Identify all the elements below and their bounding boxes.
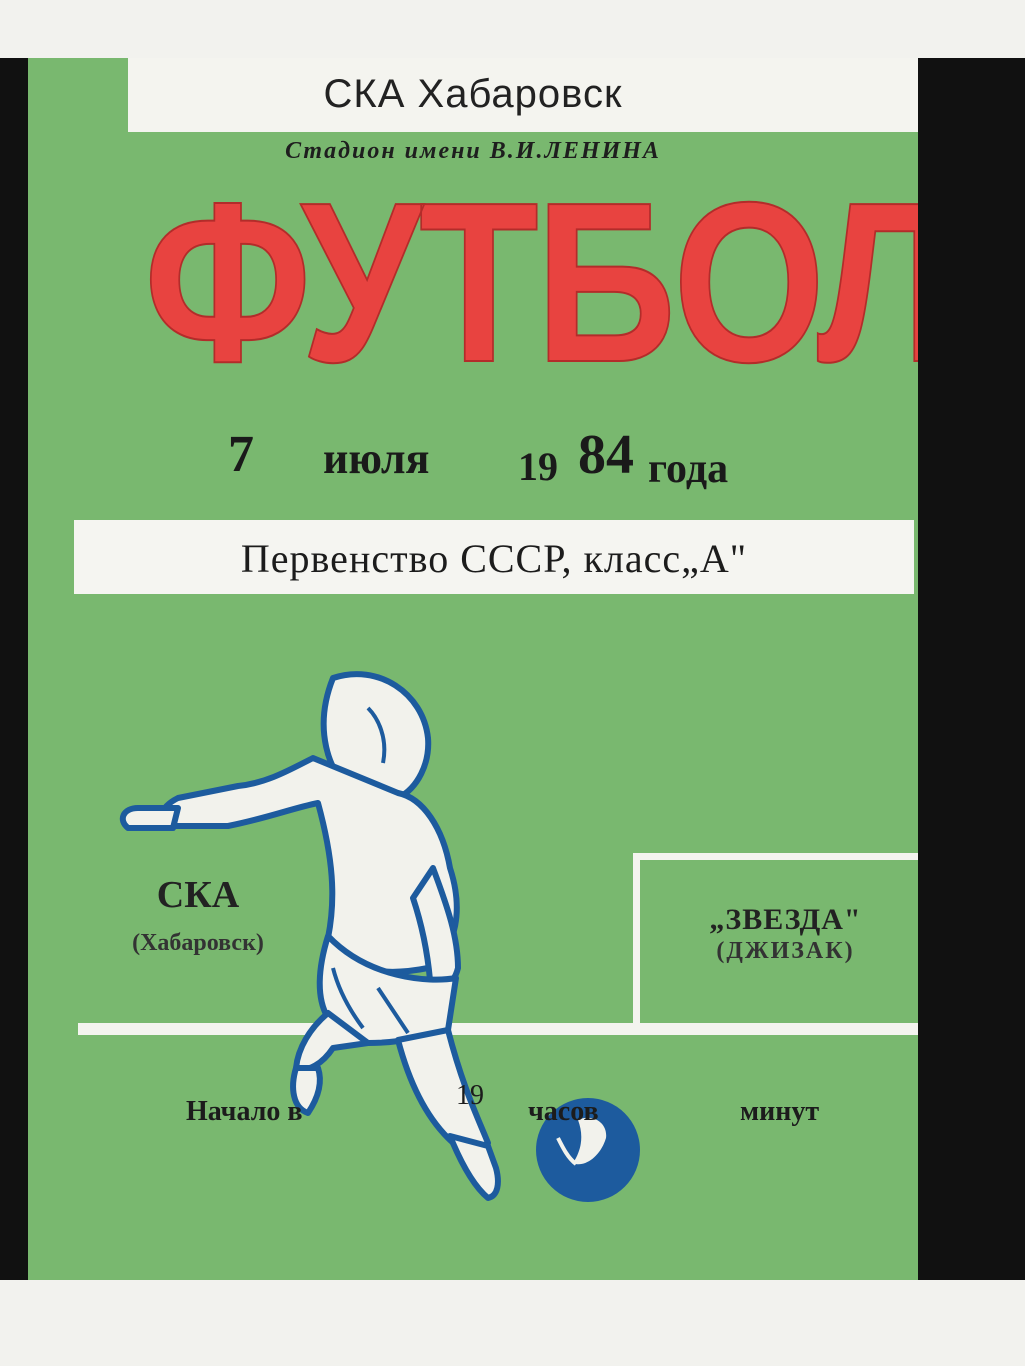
club-title: СКА Хабаровск: [323, 72, 623, 116]
divider-line: [78, 1023, 918, 1035]
date-year-word: года: [648, 446, 729, 492]
footballer-illustration: [119, 671, 640, 1202]
championship-label: Первенство СССР, класс„А": [240, 536, 748, 581]
sport-title: ФУТБОЛ: [143, 156, 918, 410]
right-border: [915, 58, 1025, 1280]
date-day: 7: [228, 426, 254, 483]
match-date: 7 июля 19 84 года: [28, 423, 918, 503]
home-team-name: СКА: [156, 874, 240, 916]
date-year-prefix: 19: [518, 444, 558, 489]
date-month: июля: [323, 434, 430, 483]
championship-band: [74, 520, 914, 594]
match-program-cover: СКА Хабаровск Стадион имени В.И.ЛЕНИНА Ф…: [28, 58, 918, 1280]
away-team-panel: [633, 853, 918, 1030]
date-year-suffix: 84: [578, 424, 634, 486]
home-team-city: (Хабаровск): [132, 930, 264, 956]
top-band: [128, 58, 918, 132]
left-border: [0, 58, 30, 1280]
kickoff-minutes-word: минут: [740, 1096, 820, 1127]
kickoff-hours-word: часов: [528, 1096, 599, 1127]
kickoff-label: Начало в: [186, 1096, 303, 1127]
away-team-city: (ДЖИЗАК): [716, 938, 855, 964]
kickoff-hours: 19: [456, 1080, 484, 1111]
football-ball-icon: [536, 1098, 640, 1202]
stadium-name: Стадион имени В.И.ЛЕНИНА: [285, 138, 661, 164]
away-team-name: „ЗВЕЗДА": [709, 903, 862, 936]
